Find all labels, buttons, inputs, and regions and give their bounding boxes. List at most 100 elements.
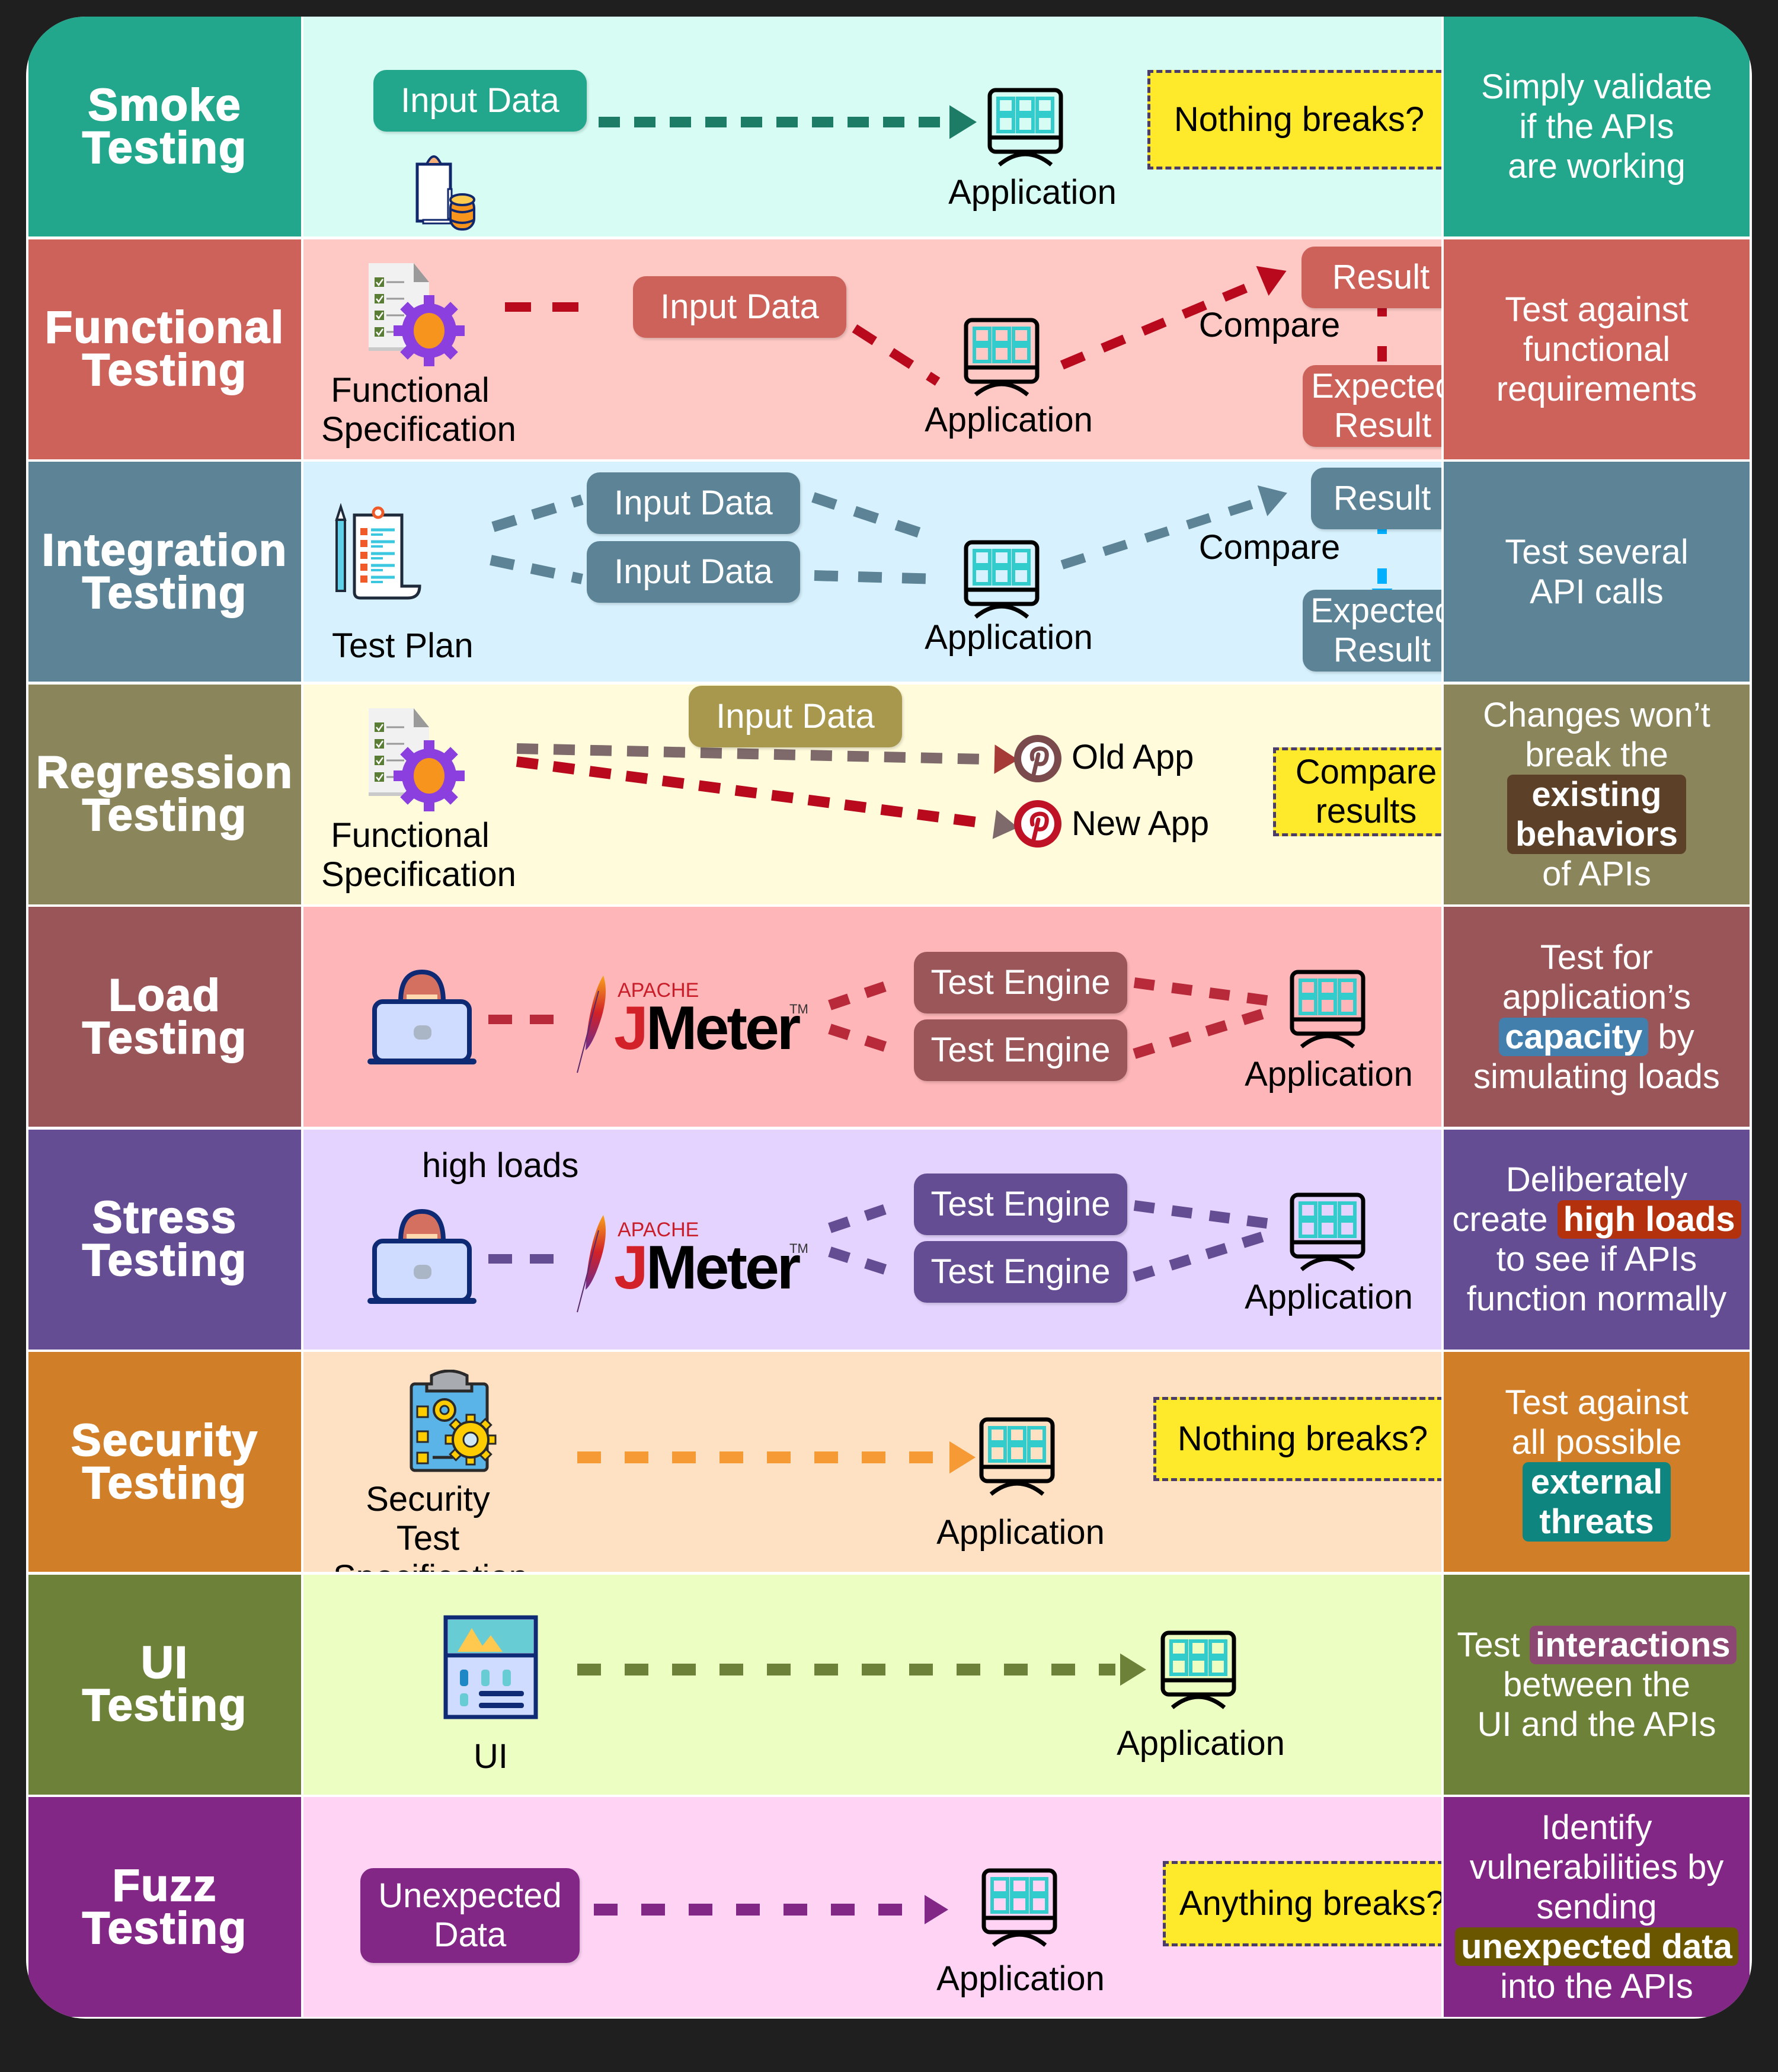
expected-result-pill: Expected Result [1303, 364, 1441, 447]
compare-down-arrow-stem [1377, 346, 1387, 362]
clipboard-database-icon [415, 155, 475, 231]
nothing-breaks-note: Nothing breaks? [1147, 70, 1441, 170]
description-highlight: capacity [1499, 1017, 1649, 1056]
row-ui-testing: UI Testing UI Application Test interacti… [26, 1574, 1752, 1795]
compare-label: Compare [1198, 305, 1341, 344]
description-line: break the [1525, 735, 1668, 774]
new-app-icon [1014, 800, 1061, 848]
description-highlight: unexpected data [1455, 1927, 1738, 1966]
flow-line [828, 1200, 898, 1233]
description-line: Deliberately [1505, 1160, 1688, 1199]
row-title: UI Testing [82, 1638, 248, 1731]
row-diagram: Security Test Specification ApplicationN… [303, 1352, 1441, 1572]
flow-line [490, 555, 583, 584]
laptop-user-icon [367, 1208, 477, 1304]
flow-line [1133, 1200, 1277, 1230]
application-icon [981, 1868, 1057, 1947]
row-title: Load Testing [82, 970, 248, 1063]
flow-arrow-head [949, 105, 977, 139]
flow-line [811, 492, 939, 544]
description-text: create [1452, 1200, 1558, 1239]
description-line: between the [1502, 1665, 1691, 1704]
description-line: of APIs [1542, 854, 1651, 893]
old-app-icon [1014, 734, 1061, 782]
input-data-pill-2: Input Data [587, 541, 800, 603]
description-line: are working [1508, 147, 1686, 186]
application-label: Application [936, 1513, 1105, 1552]
row-title: Stress Testing [82, 1192, 248, 1286]
unexpected-data-pill: Unexpected Data [360, 1868, 580, 1963]
trademark-label: TM [789, 1240, 808, 1256]
flow-line [828, 1024, 898, 1056]
expected-result-pill: Expected Result [1303, 590, 1441, 672]
high-loads-annotation: high loads [422, 1146, 579, 1185]
description-line: Test interactions [1457, 1625, 1737, 1665]
row-fuzz-testing: Fuzz Testing Unexpected Data Application… [26, 1797, 1752, 2017]
description-line: functional [1523, 330, 1671, 369]
row-title: Security Testing [71, 1415, 258, 1508]
description-highlight-line: threats [1539, 1502, 1654, 1541]
result-pill: Result [1311, 468, 1441, 529]
new-app-flow-line [516, 756, 986, 829]
apache-label: APACHE [618, 1218, 699, 1241]
description-line: unexpected data [1455, 1927, 1738, 1967]
application-label: Application [1245, 1055, 1413, 1093]
application-icon [979, 1417, 1055, 1496]
new-app-label: New App [1072, 804, 1210, 843]
application-icon [1290, 1192, 1366, 1271]
row-header: Smoke Testing [28, 17, 301, 236]
input-data-pill: Input Data [689, 685, 902, 747]
apache-feather-icon [577, 1214, 606, 1312]
application-label: Application [936, 1959, 1105, 1998]
row-header: Stress Testing [28, 1129, 301, 1350]
security-spec-icon [410, 1370, 497, 1472]
description-line: into the APIs [1500, 1967, 1693, 2006]
row-diagram: Unexpected Data Application Anything brea… [303, 1797, 1441, 2017]
compare-label: Compare [1198, 528, 1341, 567]
old-app-flow-line [516, 743, 986, 765]
description-line: application’s [1502, 977, 1691, 1016]
flow-line [828, 977, 898, 1011]
flow-arrow-head [925, 1895, 948, 1924]
ui-label: UI [474, 1737, 508, 1776]
input-data-pill-1: Input Data [587, 472, 800, 534]
row-header: Integration Testing [28, 462, 301, 682]
row-security-testing: Security Testing Security Test Specifica… [26, 1352, 1752, 1572]
application-label: Application [1117, 1724, 1285, 1763]
row-header: Functional Testing [28, 239, 301, 459]
ui-icon [443, 1615, 538, 1719]
nothing-breaks-note: Nothing breaks? [1153, 1397, 1441, 1481]
row-title: Fuzz Testing [82, 1860, 248, 1953]
description-line: vulnerabilities by [1469, 1848, 1724, 1886]
row-title: Regression Testing [36, 747, 293, 840]
flow-line [1133, 977, 1277, 1007]
application-icon [1290, 970, 1366, 1048]
description-highlight: interactions [1529, 1625, 1737, 1664]
description-highlight-line: external [1530, 1462, 1663, 1501]
row-header: UI Testing [28, 1574, 301, 1795]
flow-arrow-head [949, 1441, 976, 1474]
description-line: API calls [1530, 572, 1664, 611]
description-line: Test against [1505, 1383, 1689, 1422]
description-highlight-line: existing [1531, 775, 1662, 814]
test-engine-pill-2: Test Engine [914, 1019, 1127, 1081]
compare-down-arrow-stem [1377, 568, 1387, 584]
anything-breaks-note: Anything breaks? [1163, 1861, 1441, 1946]
row-header: Security Testing [28, 1352, 301, 1572]
flow-arrow-head [1120, 1653, 1146, 1686]
